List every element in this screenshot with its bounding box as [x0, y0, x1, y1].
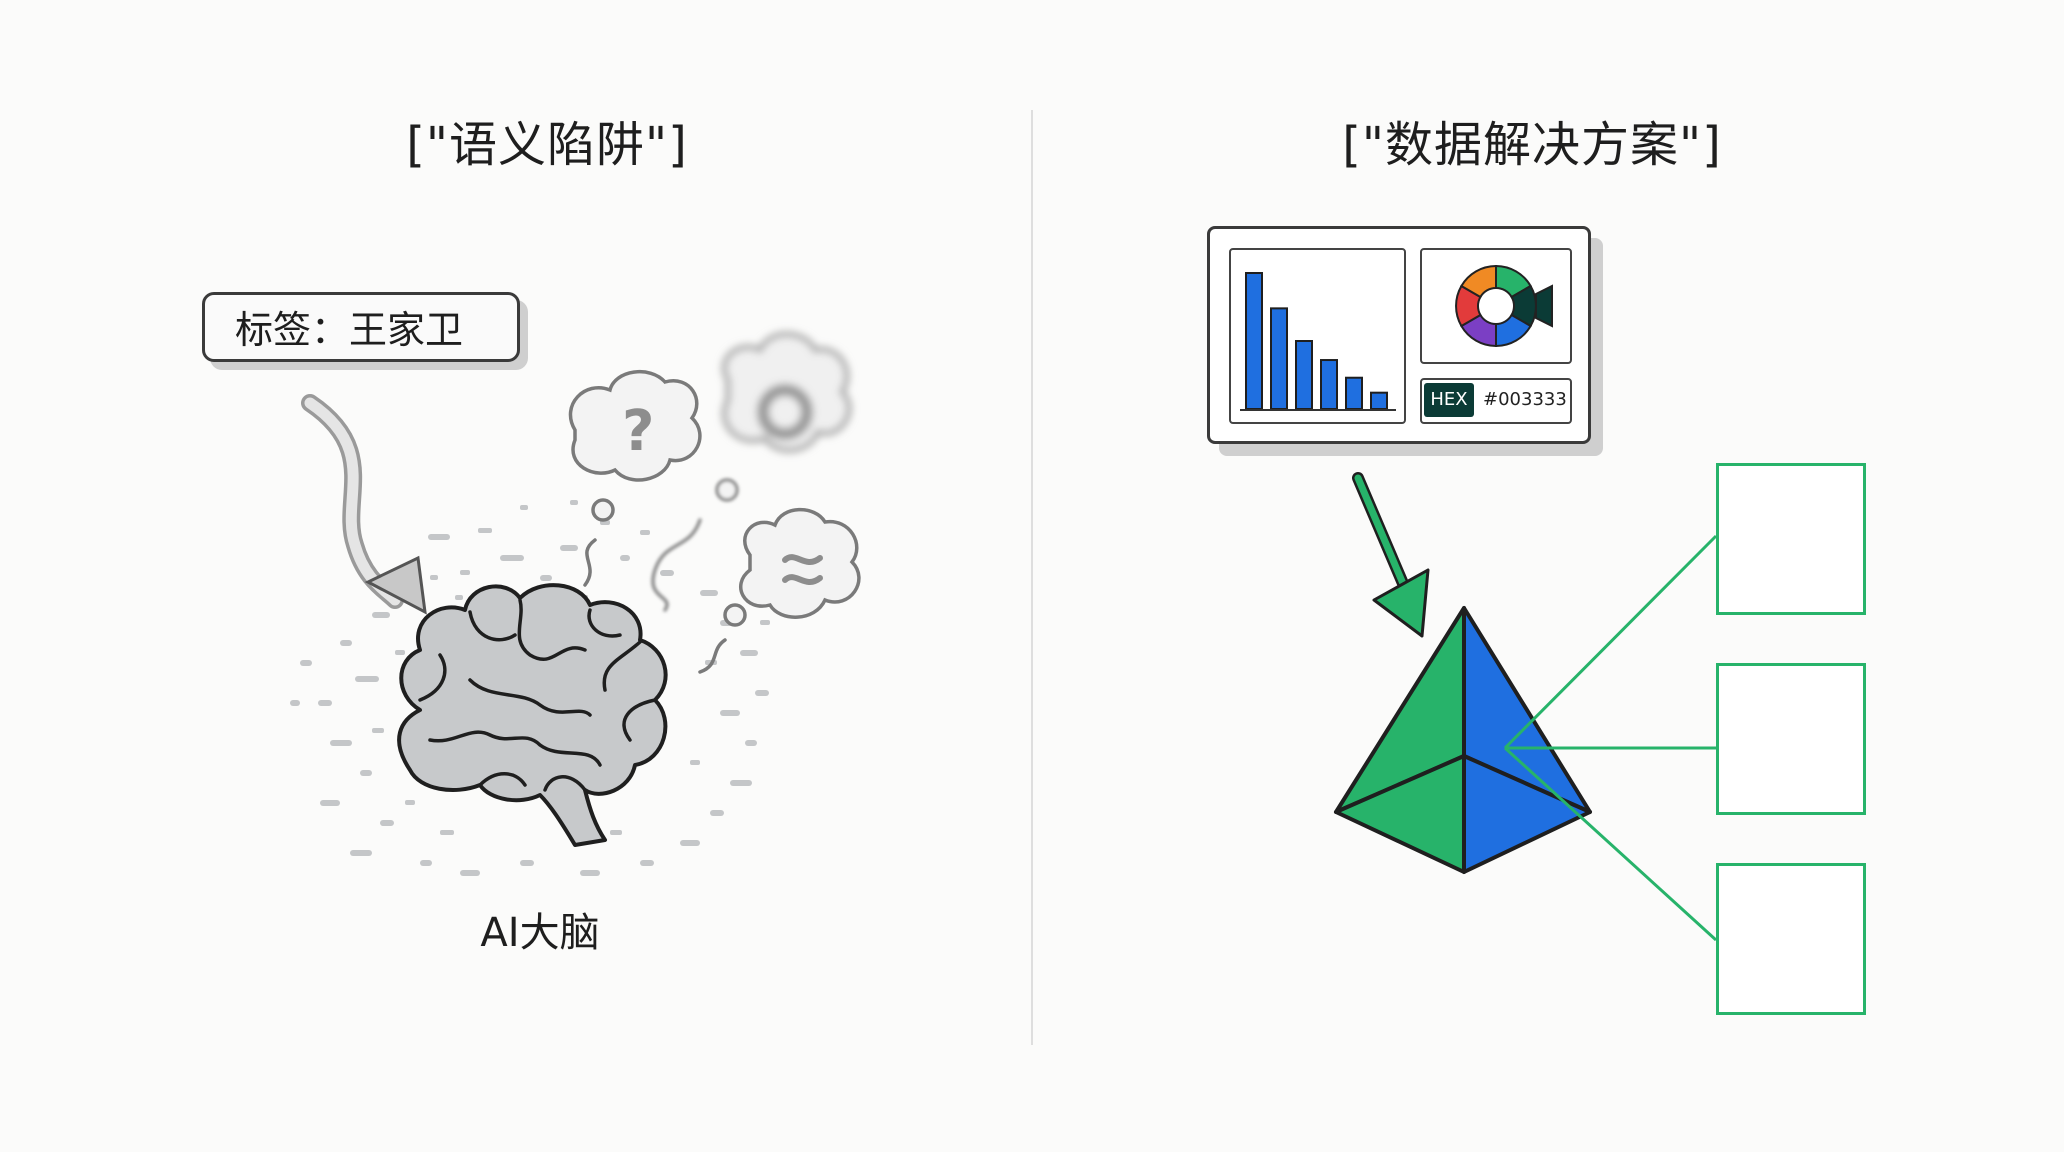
svg-text:?: ? [622, 399, 654, 464]
label-box: 标签：王家卫 [202, 292, 520, 362]
bar [1370, 391, 1388, 410]
blurred-thought-trail [651, 478, 739, 612]
brain-caption: AI大脑 [480, 910, 600, 956]
brain-icon [397, 583, 668, 847]
bar [1295, 340, 1313, 410]
bar-chart [1245, 272, 1388, 411]
down-arrow-icon [1352, 472, 1430, 638]
pyramid-icon [1334, 606, 1592, 874]
hex-tag: HEX [1424, 383, 1474, 417]
bar [1345, 376, 1363, 411]
question-thought-icon: ? [568, 370, 702, 587]
curved-arrow-icon [301, 394, 427, 615]
right-title: ["数据解决方案"] [1342, 117, 1722, 173]
connector-lines [1503, 534, 1718, 942]
approx-thought-icon [698, 507, 861, 674]
check-box [1716, 463, 1866, 615]
bar [1245, 272, 1263, 410]
blurred-circle-thought-icon [721, 331, 852, 453]
center-divider [1031, 110, 1033, 1045]
thermometer-box [1716, 863, 1866, 1015]
bar [1270, 307, 1288, 410]
sun-box [1716, 663, 1866, 815]
left-title: ["语义陷阱"] [406, 117, 688, 173]
hex-value: #003333 [1483, 389, 1567, 410]
bar [1320, 359, 1338, 411]
donut-chart-icon [1455, 264, 1553, 348]
